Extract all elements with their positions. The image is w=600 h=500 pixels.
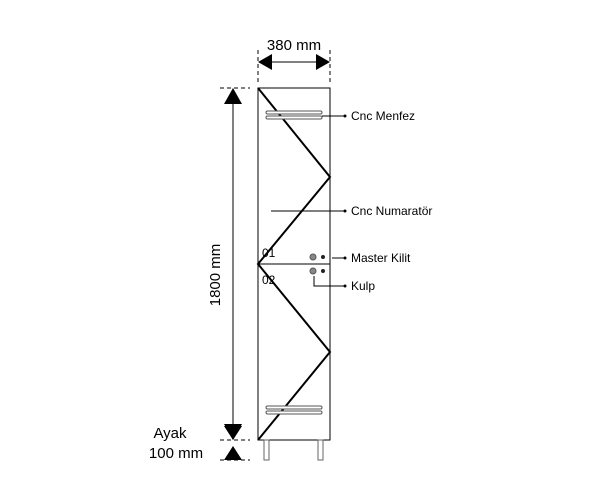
handle-icon xyxy=(309,267,317,275)
callout-handle: Kulp xyxy=(351,279,375,293)
width-label: 380 mm xyxy=(267,37,321,54)
master-lock-icon xyxy=(309,253,317,261)
callout-master-lock: Master Kilit xyxy=(351,251,411,265)
callout-vent: Cnc Menfez xyxy=(351,109,415,123)
bottom-vent xyxy=(265,405,323,415)
door-number-02: 02 xyxy=(262,273,276,287)
height-dimension: 1800 mm xyxy=(207,87,250,440)
leg-left xyxy=(263,439,270,461)
cabinet: 01 02 xyxy=(256,87,332,461)
height-label: 1800 mm xyxy=(207,244,224,307)
leg-height-label: 100 mm xyxy=(149,445,203,462)
door-swing-lines xyxy=(256,87,332,441)
leg-dimension: Ayak 100 mm xyxy=(149,425,250,462)
callout-numerator: Cnc Numaratör xyxy=(351,204,432,218)
leg-label: Ayak xyxy=(153,425,187,442)
callouts: Cnc Menfez Cnc Numaratör Master Kilit Ku… xyxy=(271,109,432,293)
door-number-01: 01 xyxy=(262,246,276,260)
leg-right xyxy=(317,439,324,461)
top-vent xyxy=(265,110,323,120)
width-dimension: 380 mm xyxy=(257,37,331,82)
